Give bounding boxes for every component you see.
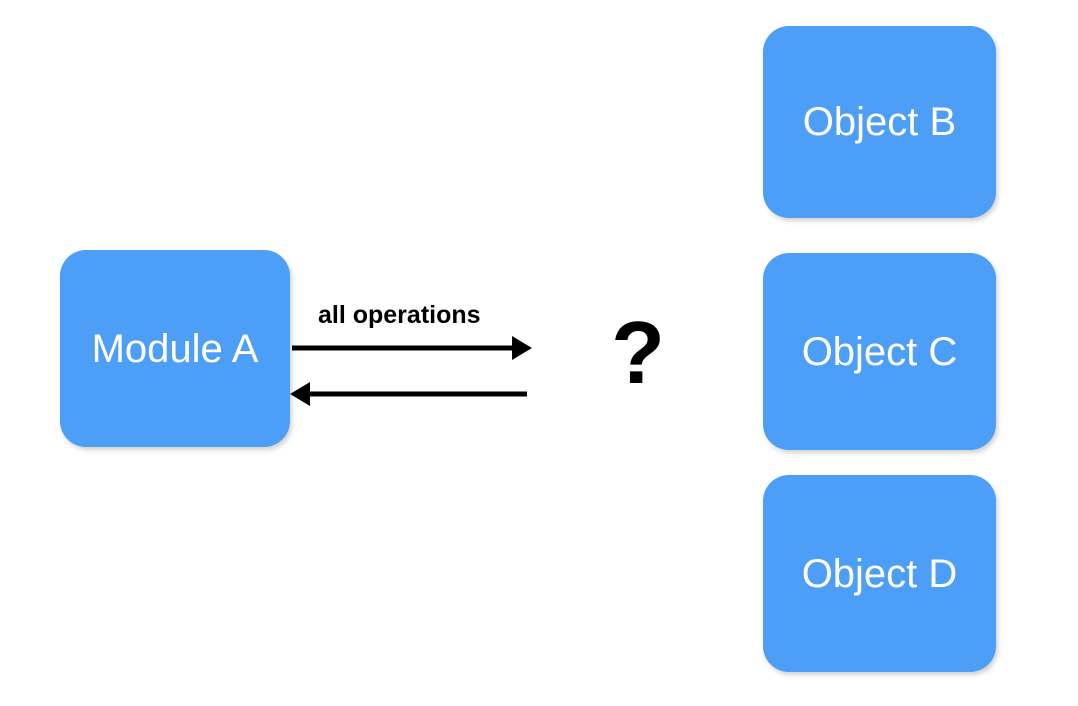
node-object-b-label: Object B: [802, 100, 957, 144]
node-object-d-label: Object D: [801, 551, 958, 596]
node-object-b[interactable]: Object B: [763, 26, 996, 218]
node-object-c-label: Object C: [801, 329, 958, 374]
edge-incoming: [290, 382, 527, 406]
edge-outgoing-arrowhead-icon: [512, 336, 532, 360]
node-object-c[interactable]: Object C: [763, 253, 996, 450]
node-module-a-label: Module A: [91, 326, 259, 371]
edge-incoming-arrowhead-icon: [290, 382, 310, 406]
node-object-d[interactable]: Object D: [763, 475, 996, 672]
question-mark-annotation: ?: [611, 303, 665, 402]
node-module-a[interactable]: Module A: [60, 250, 290, 447]
edge-label-all-operations: all operations: [318, 301, 481, 329]
edge-outgoing-all-operations: [292, 336, 532, 360]
